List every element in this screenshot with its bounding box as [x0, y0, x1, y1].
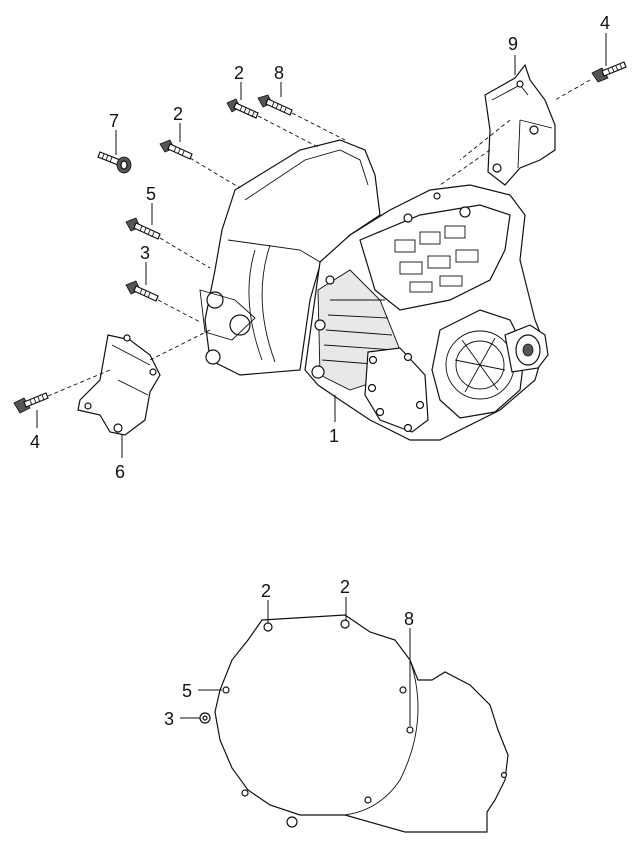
callout-9: 9 — [508, 34, 518, 54]
assembly-guide-lines — [47, 79, 591, 397]
callout-3: 3 — [140, 243, 150, 263]
bolt-2-lower-icon — [159, 139, 193, 160]
bolt-5-icon — [125, 217, 161, 240]
face-callout-5: 5 — [182, 681, 192, 701]
bolt-7-icon — [97, 151, 132, 174]
callout-leaders-main — [36, 33, 607, 458]
callout-leaders-face — [180, 597, 411, 726]
callout-1: 1 — [329, 426, 339, 446]
callout-4-left: 4 — [30, 432, 40, 452]
bolt-8-icon — [257, 94, 293, 116]
callouts-face: 2 2 8 5 3 — [164, 577, 414, 729]
callout-2-middle: 2 — [173, 104, 183, 124]
bolt-4-right-icon — [591, 61, 627, 83]
mounting-bracket-9-icon — [484, 63, 556, 186]
callouts-main: 2 8 2 7 5 3 4 6 1 9 4 — [30, 13, 610, 482]
callout-6: 6 — [115, 462, 125, 482]
face-callout-3: 3 — [164, 709, 174, 729]
face-callout-8: 8 — [404, 609, 414, 629]
bolt-3-icon — [125, 280, 159, 302]
mounting-bracket-6-icon — [77, 334, 161, 436]
face-callout-2-left: 2 — [261, 581, 271, 601]
transaxle-assembly — [199, 139, 549, 441]
callout-2-upper: 2 — [234, 63, 244, 83]
bolt-2-upper-icon — [226, 98, 259, 119]
callout-5: 5 — [146, 184, 156, 204]
callout-7: 7 — [109, 111, 119, 131]
face-callout-2-right: 2 — [340, 577, 350, 597]
bell-housing-face-outline — [199, 614, 509, 833]
callout-4-right: 4 — [600, 13, 610, 33]
bolt-4-left-icon — [13, 392, 49, 414]
callout-8-upper: 8 — [274, 63, 284, 83]
